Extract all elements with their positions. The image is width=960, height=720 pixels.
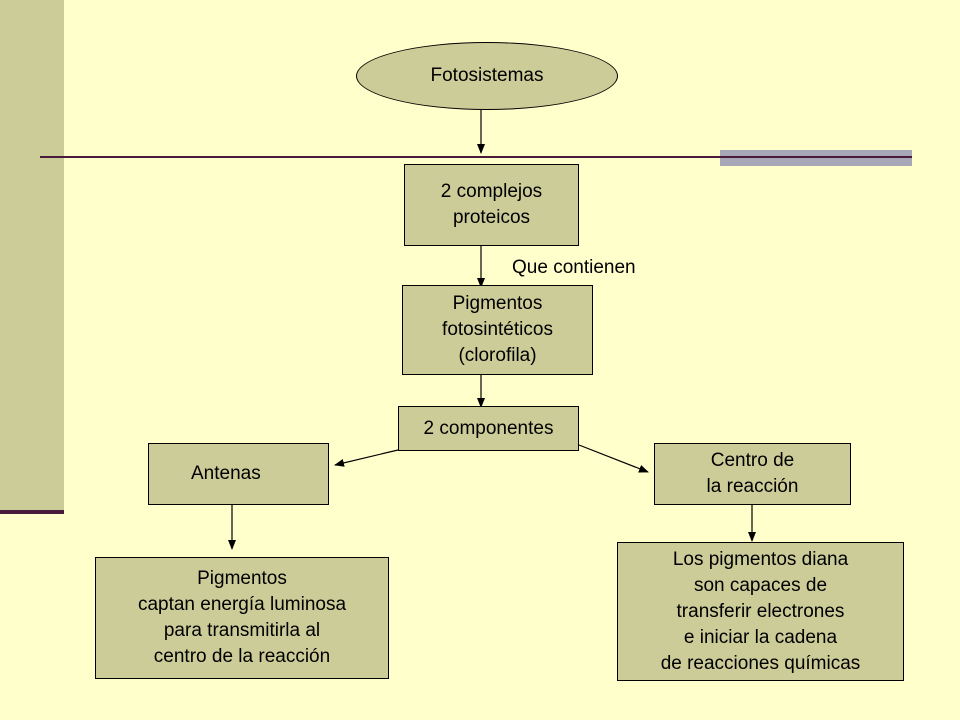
- node-pigmentos-captan: Pigmentos captan energía luminosa para t…: [95, 557, 389, 679]
- node-centro-reaccion-label: Centro de la reacción: [706, 450, 799, 497]
- header-rule-block: [720, 150, 912, 166]
- left-decorative-bar: [0, 0, 64, 512]
- node-complejos-proteicos: 2 complejos proteicos: [404, 164, 579, 246]
- node-2-componentes: 2 componentes: [398, 406, 579, 451]
- node-pigmentos-fotosinteticos-label: Pigmentos fotosintéticos (clorofila): [442, 293, 553, 366]
- left-bar-underline: [0, 510, 64, 514]
- node-fotosistemas: Fotosistemas: [356, 42, 618, 110]
- edge-componentes-centro: [578, 444, 649, 473]
- node-pigmentos-diana-label: Los pigmentos diana son capaces de trans…: [660, 548, 861, 674]
- node-antenas: Antenas: [148, 443, 329, 505]
- node-antenas-label: Antenas: [191, 463, 261, 484]
- header-rule: [40, 156, 910, 158]
- node-pigmentos-captan-label: Pigmentos captan energía luminosa para t…: [137, 568, 347, 667]
- node-pigmentos-diana: Los pigmentos diana son capaces de trans…: [617, 542, 904, 681]
- node-centro-reaccion: Centro de la reacción: [654, 443, 851, 505]
- node-fotosistemas-label: Fotosistemas: [430, 65, 544, 86]
- edge-label-que-contienen: Que contienen: [512, 257, 636, 278]
- node-complejos-proteicos-label: 2 complejos proteicos: [440, 181, 543, 228]
- edge-componentes-antenas: [334, 449, 399, 467]
- node-2-componentes-label: 2 componentes: [423, 417, 554, 439]
- node-pigmentos-fotosinteticos: Pigmentos fotosintéticos (clorofila): [402, 285, 593, 375]
